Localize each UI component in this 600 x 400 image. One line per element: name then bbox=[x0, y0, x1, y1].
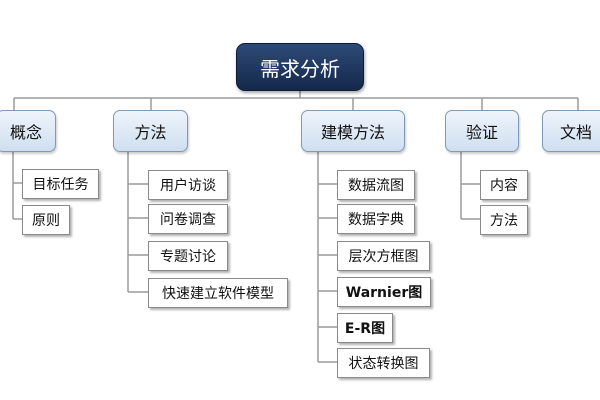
item-warnier-chart: Warnier图 bbox=[337, 277, 431, 307]
item-method: 方法 bbox=[480, 205, 528, 235]
root-node: 需求分析 bbox=[236, 43, 364, 91]
item-er-diagram: E-R图 bbox=[337, 313, 393, 343]
item-content: 内容 bbox=[480, 170, 528, 200]
item-state-transition-diagram: 状态转换图 bbox=[337, 348, 430, 378]
item-target-task: 目标任务 bbox=[22, 169, 99, 199]
item-data-dictionary: 数据字典 bbox=[337, 204, 415, 234]
item-data-flow-diagram: 数据流图 bbox=[337, 170, 415, 200]
item-topic-discussion: 专题讨论 bbox=[148, 241, 228, 271]
item-user-interview: 用户访谈 bbox=[148, 170, 228, 200]
item-rapid-prototype: 快速建立软件模型 bbox=[148, 278, 288, 308]
item-questionnaire: 问卷调查 bbox=[148, 204, 228, 234]
item-hierarchy-chart: 层次方框图 bbox=[337, 241, 430, 271]
category-document: 文档 bbox=[542, 110, 600, 152]
category-method: 方法 bbox=[113, 110, 188, 152]
category-concept: 概念 bbox=[0, 110, 56, 152]
category-modeling-method: 建模方法 bbox=[301, 110, 405, 152]
item-principle: 原则 bbox=[22, 205, 70, 235]
category-verification: 验证 bbox=[445, 110, 519, 152]
